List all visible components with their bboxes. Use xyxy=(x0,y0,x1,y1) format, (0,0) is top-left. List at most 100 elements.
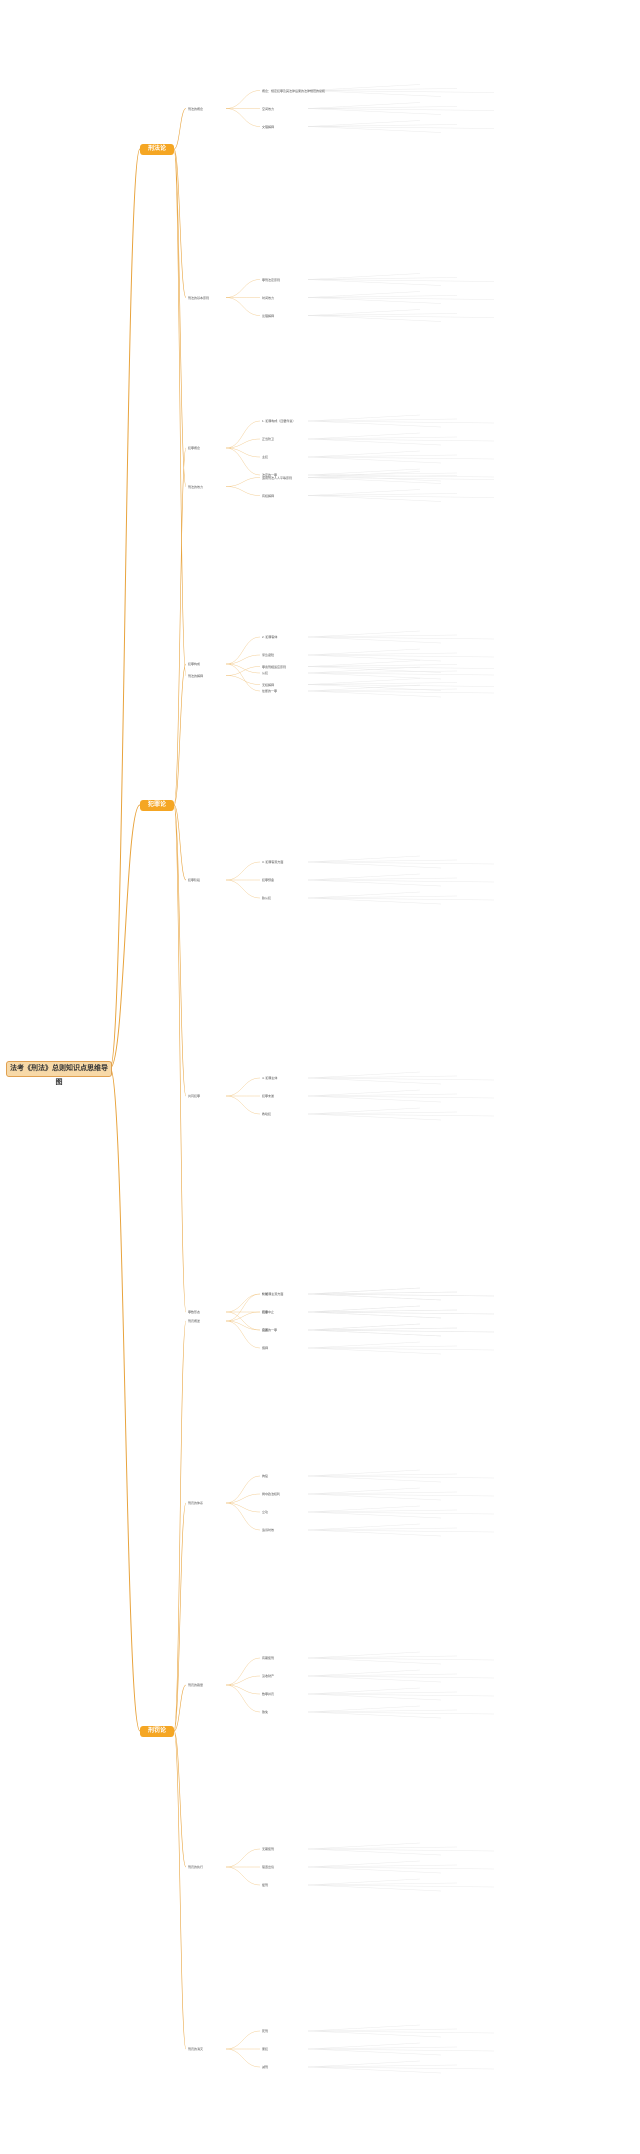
leaf-text-line xyxy=(307,879,442,887)
topic-connector xyxy=(173,108,187,150)
leaf-text-line xyxy=(307,1866,495,1870)
note-node[interactable]: 3. 犯罪客观方面 xyxy=(262,860,284,864)
note-node[interactable]: 适用刑法人人平等原则 xyxy=(262,475,293,480)
note-node[interactable]: 概念：规定犯罪及其法律后果的法律规范的总和 xyxy=(262,88,326,93)
leaf-text-line xyxy=(307,1113,442,1121)
topic-node[interactable]: 刑罚的消灭 xyxy=(188,2047,204,2051)
topic-node[interactable]: 犯罪阶段 xyxy=(188,878,201,882)
note-node[interactable]: 罪刑法定原则 xyxy=(262,277,281,282)
leaf-text-line xyxy=(307,690,442,698)
leaf-text-line xyxy=(307,1884,495,1888)
note-connector xyxy=(225,1684,261,1713)
note-node[interactable]: 数罪并罚 xyxy=(262,1692,275,1696)
topic-node[interactable]: 犯罪构成 xyxy=(188,662,201,666)
topic-node[interactable]: 刑罚的裁量 xyxy=(188,1683,204,1687)
note-connector xyxy=(225,90,261,109)
note-node[interactable]: 假释 xyxy=(262,1346,269,1350)
note-node[interactable]: 自首 xyxy=(262,1328,269,1332)
note-connector xyxy=(225,1293,261,1322)
note-node[interactable]: 罪责刑相适应原则 xyxy=(262,664,287,669)
note-node[interactable]: 犯罪中止 xyxy=(262,1310,275,1314)
note-node[interactable]: 驱逐出境 xyxy=(262,1865,275,1869)
note-node[interactable]: 管制 xyxy=(262,1292,269,1296)
leaf-text-line xyxy=(307,1111,458,1115)
note-node[interactable]: 胁从犯 xyxy=(262,896,272,900)
leaf-text-line xyxy=(307,102,421,109)
note-node[interactable]: 死刑 xyxy=(262,2029,269,2033)
note-node[interactable]: 赦免 xyxy=(262,1710,269,1714)
note-connector xyxy=(225,1657,261,1686)
note-node[interactable]: 处断的一罪 xyxy=(262,689,278,693)
note-node[interactable]: 教唆犯 xyxy=(262,1112,272,1116)
leaf-text-line xyxy=(307,1687,421,1695)
leaf-text-line xyxy=(307,1523,421,1531)
root-node[interactable]: 法考《刑法》总则知识点思维导图 xyxy=(6,1061,112,1086)
note-connector xyxy=(225,279,261,298)
note-node[interactable]: 4. 犯罪主体 xyxy=(262,1076,278,1080)
topic-node[interactable]: 刑罚的体系 xyxy=(188,1501,204,1505)
leaf-text-line xyxy=(307,897,442,905)
note-node[interactable]: 空间效力 xyxy=(262,106,275,111)
section-node-punishment-theory[interactable]: 刑罚论 xyxy=(140,1726,174,1737)
note-node[interactable]: 从犯 xyxy=(262,671,269,675)
note-node[interactable]: 剥夺政治权利 xyxy=(262,1492,281,1496)
topic-connector xyxy=(173,1502,187,1732)
note-node[interactable]: 2. 犯罪客体 xyxy=(262,635,278,639)
topic-node[interactable]: 共同犯罪 xyxy=(188,1094,201,1098)
note-node[interactable]: 1. 犯罪构成（四要件说） xyxy=(262,419,296,423)
leaf-text-line xyxy=(307,1657,442,1665)
note-node[interactable]: 无期徒刑 xyxy=(262,1847,275,1851)
section-node-crime-theory[interactable]: 犯罪论 xyxy=(140,800,174,811)
leaf-text-line xyxy=(307,414,421,422)
note-node[interactable]: 犯罪预备 xyxy=(262,878,275,882)
topic-node[interactable]: 刑法的基本原则 xyxy=(188,295,210,300)
leaf-text-line xyxy=(307,670,458,674)
note-node[interactable]: 没收财产 xyxy=(262,1674,275,1678)
topic-node[interactable]: 刑罚的执行 xyxy=(188,1865,204,1869)
note-node[interactable]: 追诉时效 xyxy=(262,1528,275,1532)
note-node[interactable]: 缓刑 xyxy=(262,1883,269,1887)
note-node[interactable]: 论理解释 xyxy=(262,313,275,318)
note-node[interactable]: 有权解释 xyxy=(262,493,275,498)
note-node[interactable]: 犯罪未遂 xyxy=(262,1094,275,1098)
note-node[interactable]: 紧急避险 xyxy=(262,653,275,657)
leaf-text-line xyxy=(307,1291,458,1295)
topic-node[interactable]: 刑法的概念 xyxy=(188,106,204,111)
leaf-text-line xyxy=(307,1311,442,1319)
topic-connector xyxy=(173,1730,187,2050)
leaf-text-line xyxy=(307,1846,458,1850)
note-node[interactable]: 法定的一罪 xyxy=(262,473,278,477)
leaf-text-line xyxy=(307,873,421,881)
topic-connector xyxy=(173,804,187,1313)
leaf-text-line xyxy=(307,456,495,460)
topic-node[interactable]: 刑法的解释 xyxy=(188,673,204,678)
note-node[interactable]: 时间效力 xyxy=(262,295,275,300)
leaf-text-line xyxy=(307,1864,458,1868)
note-node[interactable]: 减刑 xyxy=(262,2065,269,2069)
section-node-criminal-law-theory[interactable]: 刑法论 xyxy=(140,144,174,155)
note-node[interactable]: 有期徒刑 xyxy=(262,1656,275,1660)
leaf-text-line xyxy=(307,418,458,422)
note-node[interactable]: 主犯 xyxy=(262,455,269,459)
note-node[interactable]: 无权解释 xyxy=(262,682,275,687)
topic-node[interactable]: 罪数形态 xyxy=(188,1310,201,1314)
note-node[interactable]: 文理解释 xyxy=(262,124,275,129)
note-node[interactable]: 5. 犯罪主观方面 xyxy=(262,1292,284,1296)
note-node[interactable]: 累犯 xyxy=(262,2047,269,2051)
topic-node[interactable]: 刑法的效力 xyxy=(188,484,204,489)
note-node[interactable]: 拘役 xyxy=(262,1474,269,1478)
note-node[interactable]: 罚金 xyxy=(262,1310,269,1314)
leaf-text-line xyxy=(307,1842,421,1850)
leaf-text-line xyxy=(307,489,421,496)
leaf-text-line xyxy=(307,1848,442,1856)
leaf-text-line xyxy=(307,1293,442,1301)
leaf-text-line xyxy=(307,126,495,129)
leaf-text-line xyxy=(307,1341,421,1349)
topic-node[interactable]: 刑罚概述 xyxy=(188,1319,201,1323)
leaf-text-line xyxy=(307,1529,495,1533)
topic-node[interactable]: 犯罪概念 xyxy=(188,446,201,450)
note-connector xyxy=(225,477,261,487)
note-node[interactable]: 实质的一罪 xyxy=(262,1328,278,1332)
note-node[interactable]: 立功 xyxy=(262,1510,269,1514)
note-node[interactable]: 正当防卫 xyxy=(262,437,275,441)
